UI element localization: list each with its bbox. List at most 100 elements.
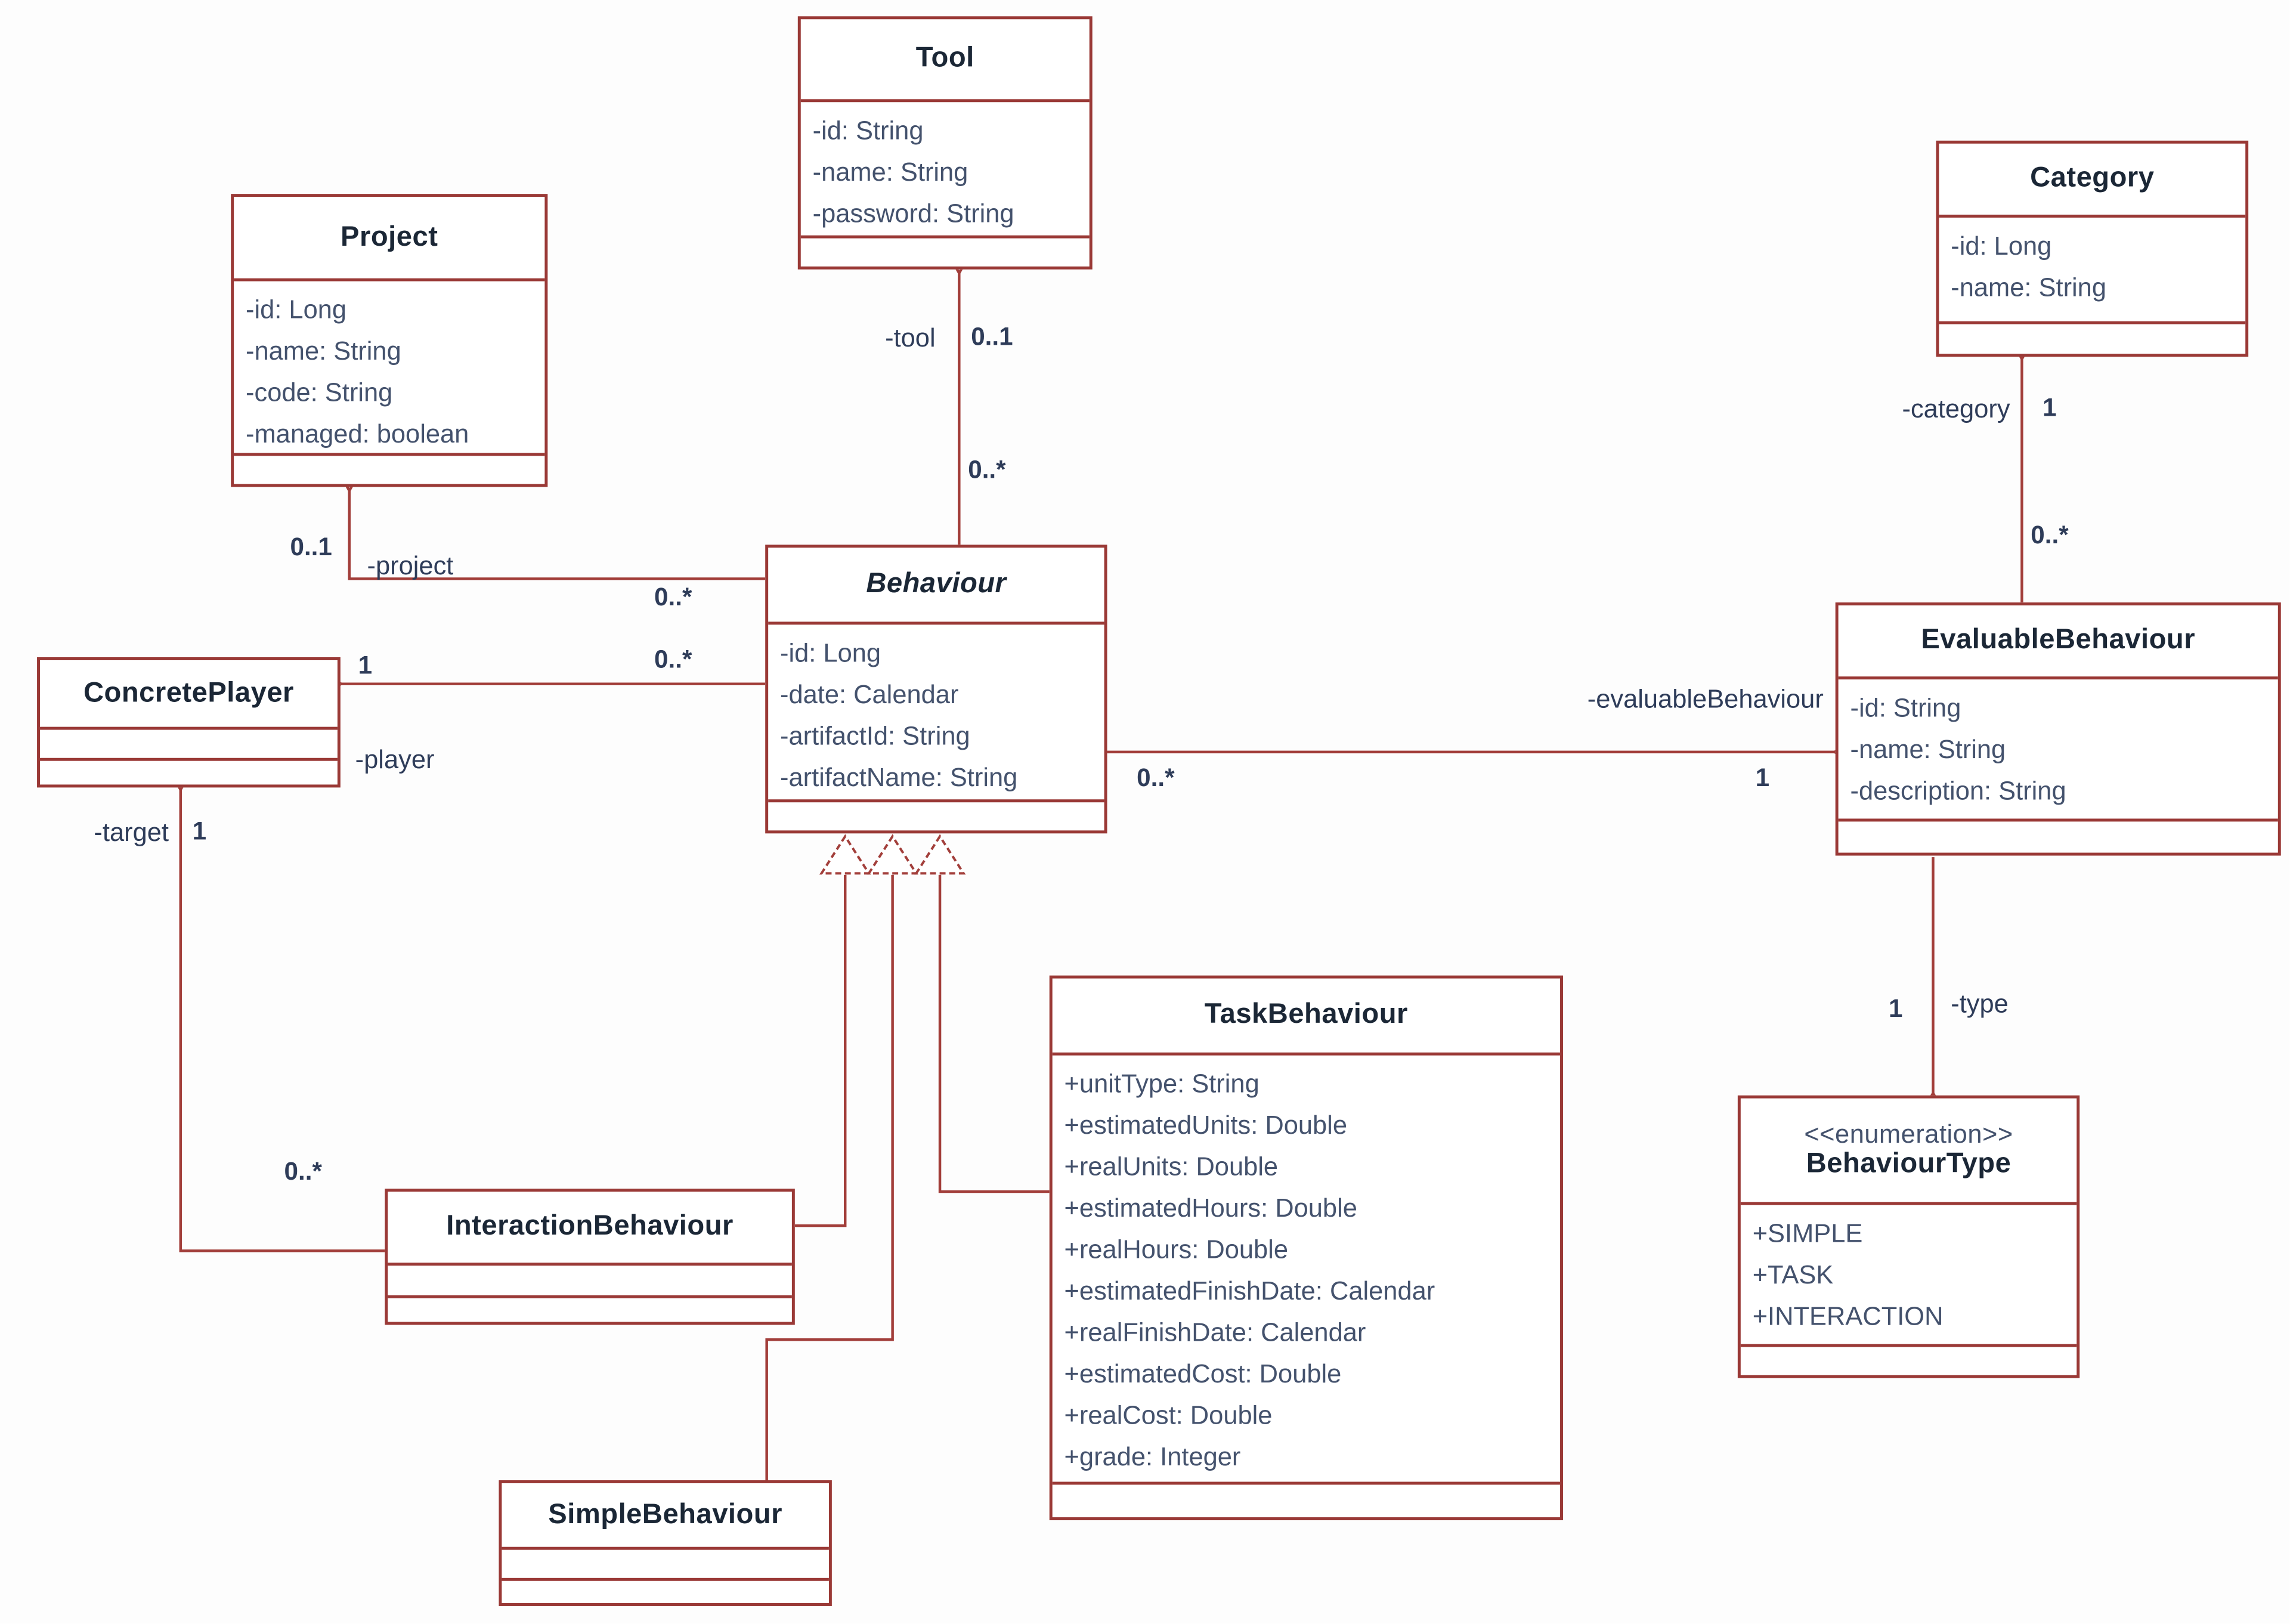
attribute-row: -name: String bbox=[1951, 272, 2107, 302]
class-title: TaskBehaviour bbox=[1053, 979, 1560, 1053]
multiplicity-label-evaluableBehaviour-source: 0..* bbox=[1137, 763, 1175, 792]
attribute-row: -date: Calendar bbox=[780, 679, 959, 709]
multiplicity-label-target-target: 1 bbox=[192, 817, 207, 846]
generalization-triangle-icon bbox=[914, 834, 966, 875]
class-title: EvaluableBehaviour bbox=[1839, 605, 2278, 676]
class-InteractionBehaviour[interactable]: InteractionBehaviour bbox=[385, 1189, 795, 1325]
stereotype-label: <<enumeration>> bbox=[1804, 1119, 2013, 1149]
attribute-row: +unitType: String bbox=[1064, 1069, 1260, 1099]
operations-compartment bbox=[502, 1577, 829, 1603]
role-label-player: -player bbox=[355, 744, 435, 775]
attribute-row: -id: String bbox=[1850, 692, 1961, 723]
class-name: Category bbox=[2030, 163, 2155, 194]
operations-compartment bbox=[800, 235, 1090, 267]
attribute-row: +realHours: Double bbox=[1064, 1234, 1288, 1264]
generalization-line-InteractionBehaviour bbox=[794, 874, 847, 1227]
attribute-row: -id: Long bbox=[780, 638, 881, 668]
attribute-row: -name: String bbox=[1850, 734, 2006, 764]
multiplicity-label-category-source: 0..* bbox=[2031, 521, 2069, 549]
class-Project[interactable]: Project-id: Long-name: String-code: Stri… bbox=[231, 194, 548, 487]
attributes-compartment: +SIMPLE +TASK +INTERACTION bbox=[1740, 1202, 2077, 1344]
attributes-compartment: +unitType: String +estimatedUnits: Double… bbox=[1052, 1052, 1561, 1482]
class-title: Behaviour bbox=[768, 547, 1104, 621]
attributes-compartment: -id: Long -name: String bbox=[1939, 214, 2246, 321]
attributes-compartment bbox=[40, 726, 338, 758]
class-name: BehaviourType bbox=[1806, 1149, 2012, 1180]
attribute-row: -artifactName: String bbox=[780, 762, 1018, 792]
operations-compartment bbox=[768, 799, 1104, 830]
role-label-tool: -tool bbox=[885, 323, 936, 352]
attribute-row: +realFinishDate: Calendar bbox=[1064, 1317, 1366, 1347]
generalization-triangle-icon bbox=[819, 834, 871, 875]
attribute-row: +INTERACTION bbox=[1752, 1301, 1944, 1331]
class-title: <<enumeration>>BehaviourType bbox=[1741, 1099, 2077, 1202]
attribute-row: +estimatedHours: Double bbox=[1064, 1193, 1357, 1223]
attribute-row: -id: Long bbox=[1951, 231, 2052, 261]
attributes-compartment: -id: Long -date: Calendar -artifactId: Str… bbox=[768, 621, 1104, 799]
generalization-line-SimpleBehaviour bbox=[765, 874, 894, 1481]
generalization-triangle-icon bbox=[867, 834, 918, 875]
operations-compartment bbox=[1052, 1481, 1561, 1517]
class-title: Category bbox=[1939, 144, 2245, 215]
attributes-compartment bbox=[388, 1263, 792, 1295]
multiplicity-label-tool-target: 0..1 bbox=[971, 323, 1013, 351]
class-name: Project bbox=[341, 221, 438, 253]
operations-compartment bbox=[388, 1295, 792, 1322]
class-name: ConcretePlayer bbox=[83, 677, 294, 709]
class-Category[interactable]: Category -id: Long -name: String bbox=[1936, 140, 2249, 357]
attribute-row: -id: String bbox=[812, 115, 924, 146]
attribute-row: +estimatedFinishDate: Calendar bbox=[1064, 1276, 1435, 1306]
attribute-row: -id: Long bbox=[246, 294, 347, 324]
role-label-evaluableBehaviour: -evaluableBehaviour bbox=[1587, 683, 1824, 714]
attribute-row: -artifactId: String bbox=[780, 720, 970, 751]
role-label-target: -target bbox=[94, 817, 169, 847]
operations-compartment bbox=[234, 453, 545, 484]
attribute-row: -password: String bbox=[812, 198, 1014, 228]
attribute-row: +realCost: Double bbox=[1064, 1400, 1273, 1430]
class-name: Tool bbox=[915, 43, 974, 75]
class-title: SimpleBehaviour bbox=[502, 1483, 829, 1547]
attribute-row: +TASK bbox=[1752, 1260, 1834, 1289]
class-SimpleBehaviour[interactable]: SimpleBehaviour bbox=[499, 1480, 832, 1606]
multiplicity-label-player-source: 0..* bbox=[654, 645, 692, 674]
multiplicity-label-type-target: 1 bbox=[1889, 994, 1903, 1023]
attributes-compartment: -id: String -name: String -description: St… bbox=[1838, 676, 2278, 818]
class-title: Project bbox=[234, 197, 544, 279]
class-EvaluableBehaviour[interactable]: EvaluableBehaviour -id: String -name: Stri… bbox=[1835, 602, 2281, 856]
operations-compartment bbox=[1838, 818, 2278, 853]
class-TaskBehaviour[interactable]: TaskBehaviour +unitType: String +estimated… bbox=[1049, 975, 1563, 1521]
class-title: InteractionBehaviour bbox=[388, 1192, 792, 1263]
attributes-compartment: -id: String -name: String -password: Strin… bbox=[800, 99, 1090, 235]
class-Tool[interactable]: Tool -id: String -name: String -password: S… bbox=[797, 16, 1093, 270]
multiplicity-label-target-source: 0..* bbox=[284, 1157, 322, 1186]
class-Behaviour[interactable]: Behaviour -id: Long -date: Calendar -artifa… bbox=[765, 545, 1107, 834]
class-name: Behaviour bbox=[866, 568, 1007, 600]
class-BehaviourType[interactable]: <<enumeration>>BehaviourType +SIMPLE +TASK… bbox=[1737, 1095, 2080, 1378]
multiplicity-label-tool-source: 0..* bbox=[968, 456, 1006, 484]
class-name: TaskBehaviour bbox=[1204, 999, 1408, 1031]
attribute-row: -name: String bbox=[812, 157, 968, 187]
role-label-category: -category bbox=[1902, 394, 2010, 423]
attribute-row: +SIMPLE bbox=[1752, 1218, 1863, 1248]
generalization-line-TaskBehaviour bbox=[938, 874, 1050, 1193]
multiplicity-label-player-target: 1 bbox=[358, 651, 373, 680]
class-ConcretePlayer[interactable]: ConcretePlayer bbox=[37, 657, 341, 788]
attribute-row: -name: String bbox=[246, 336, 401, 366]
class-title: Tool bbox=[801, 19, 1090, 99]
multiplicity-label-project-source: 0..* bbox=[654, 583, 692, 612]
attributes-compartment: -id: Long-name: String-code: String-mana… bbox=[234, 278, 545, 453]
class-name: InteractionBehaviour bbox=[446, 1211, 734, 1242]
class-name: SimpleBehaviour bbox=[548, 1499, 783, 1530]
attribute-row: -description: String bbox=[1850, 775, 2066, 806]
multiplicity-label-project-target: 0..1 bbox=[290, 533, 332, 561]
operations-compartment bbox=[1740, 1344, 2077, 1375]
class-name: EvaluableBehaviour bbox=[1921, 624, 2196, 656]
attribute-row: +estimatedCost: Double bbox=[1064, 1359, 1342, 1389]
attribute-row: +estimatedUnits: Double bbox=[1064, 1110, 1348, 1140]
attribute-row: +grade: Integer bbox=[1064, 1442, 1241, 1472]
role-label-project: -project bbox=[367, 550, 454, 580]
role-label-type: -type bbox=[1951, 988, 2009, 1019]
operations-compartment bbox=[40, 757, 338, 785]
attributes-compartment bbox=[502, 1546, 829, 1578]
